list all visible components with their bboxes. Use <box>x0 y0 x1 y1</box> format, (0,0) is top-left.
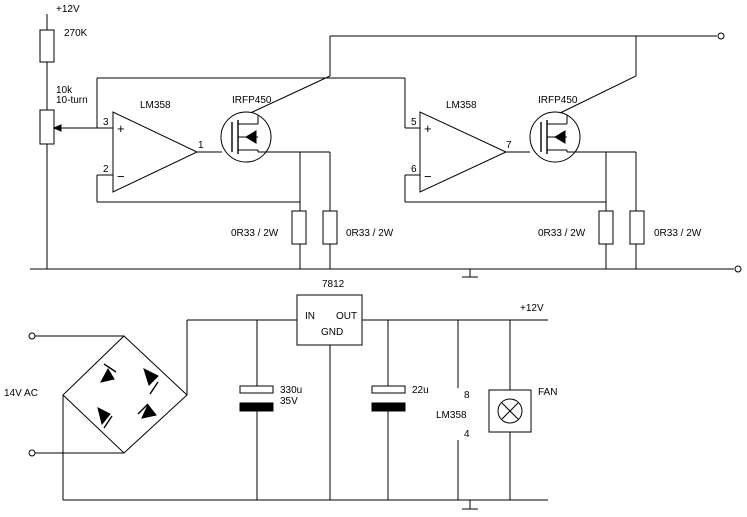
resistor-270k-label: 270K <box>64 28 88 39</box>
shunt-4-label: 0R33 / 2W <box>654 228 702 239</box>
shunt-resistor-4: 0R33 / 2W <box>629 210 702 245</box>
fan-label: FAN <box>538 387 557 398</box>
shunt-resistor-2: 0R33 / 2W <box>322 210 394 245</box>
ac-terminal-2 <box>28 449 36 457</box>
opamp-a-pin1: 1 <box>198 140 204 151</box>
mosfet-b: IRFP450 <box>529 95 636 163</box>
supply-label-top: +12V <box>56 4 80 15</box>
regulator-out: OUT <box>336 311 357 322</box>
drain-rail <box>245 32 725 116</box>
capacitor-330u: 330u 35V <box>239 385 302 500</box>
mosfet-a: IRFP450 <box>220 95 330 163</box>
output-terminal-minus <box>734 265 742 273</box>
shunt-resistor-1: 0R33 / 2W <box>231 210 307 245</box>
opamp-b-minus: − <box>424 169 432 184</box>
ic-name: LM358 <box>436 410 467 421</box>
ac-input-label: 14V AC <box>4 388 38 399</box>
shunt-1-label: 0R33 / 2W <box>231 228 279 239</box>
potentiometer-10k: 10k 10-turn <box>39 85 97 145</box>
ac-input: 14V AC <box>4 332 124 457</box>
supply-rail-top: +12V <box>46 4 80 30</box>
opamp-b-plus: + <box>424 121 432 136</box>
pot-type-label: 10-turn <box>56 95 88 106</box>
supply-label-bottom: +12V <box>520 303 544 314</box>
ground-rail-top <box>30 265 742 278</box>
regulator-name: 7812 <box>322 279 345 290</box>
mosfet-b-label: IRFP450 <box>538 95 578 106</box>
opamp-a: LM358 + − 3 2 1 <box>96 100 300 203</box>
resistor-270k: 270K <box>39 28 88 63</box>
bridge-rectifier <box>62 320 188 500</box>
ground-rail-bottom <box>63 499 548 510</box>
capacitor-22u: 22u <box>371 320 429 500</box>
ic-pin4: 4 <box>464 429 470 440</box>
opamp-b: LM358 + − 5 6 7 <box>404 100 606 203</box>
regulator-gnd: GND <box>321 327 343 338</box>
shunt-2-label: 0R33 / 2W <box>346 228 394 239</box>
cap-330-voltage: 35V <box>280 396 298 407</box>
cap-330-value: 330u <box>280 385 302 396</box>
lm358-power-pins: 8 LM358 4 <box>436 320 470 500</box>
opamp-a-pin2: 2 <box>103 164 109 175</box>
shunt-resistor-3: 0R33 / 2W <box>538 210 614 245</box>
pot-value-label: 10k <box>56 85 73 96</box>
shunt-3-label: 0R33 / 2W <box>538 228 586 239</box>
opamp-b-pin7: 7 <box>506 140 512 151</box>
opamp-b-pin6: 6 <box>411 164 417 175</box>
mosfet-a-label: IRFP450 <box>232 95 272 106</box>
opamp-b-pin5: 5 <box>411 117 417 128</box>
opamp-a-minus: − <box>117 169 125 184</box>
regulator-7812: 7812 IN OUT GND <box>296 279 363 500</box>
regulator-in: IN <box>305 311 315 322</box>
fan: FAN <box>488 320 557 500</box>
opamp-a-plus: + <box>117 121 125 136</box>
cap-22-value: 22u <box>412 385 429 396</box>
opamp-a-label: LM358 <box>140 100 171 111</box>
opamp-a-pin3: 3 <box>103 117 109 128</box>
ac-terminal-1 <box>28 332 36 340</box>
opamp-b-label: LM358 <box>446 100 477 111</box>
ic-pin8: 8 <box>464 390 470 401</box>
output-terminal-plus <box>717 32 725 40</box>
